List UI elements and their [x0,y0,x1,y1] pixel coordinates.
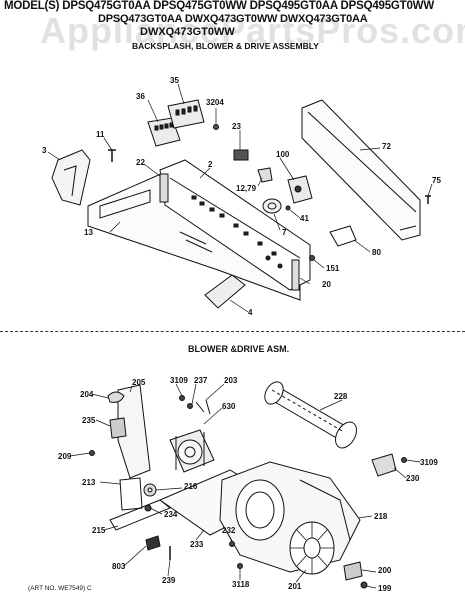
label-part-203: 203 [224,376,238,385]
label-part-233: 233 [190,540,204,549]
part-4-bracket [204,274,246,309]
diagram-subtitle: BACKSPLASH, BLOWER & DRIVE ASSEMBLY [132,41,319,51]
part-204-clip [107,391,125,403]
label-part-36: 36 [136,92,145,101]
watermark: AppliancePartsPros.com [40,10,465,51]
label-part-100: 100 [276,150,290,159]
label-part-3: 3 [42,146,47,155]
label-part-11: 11 [96,130,105,139]
model-list-line-3: DWXQ473GT0WW [140,26,235,38]
part-22-bracket [159,173,169,203]
part-7-knob [262,198,282,214]
label-part-228: 228 [334,392,348,401]
art-number: (ART NO. WE7549) C [28,585,92,592]
label-part-234: 234 [164,510,178,519]
part-230-bracket [371,453,397,477]
label-part-20: 20 [322,280,331,289]
label-part-237: 237 [194,376,208,385]
label-part-3118: 3118 [232,580,250,589]
label-part-72: 72 [382,142,391,151]
part-803-clip [145,535,161,551]
label-part-3109-a: 3109 [170,376,188,385]
part-235-bracket [109,417,127,439]
label-part-630: 630 [222,402,236,411]
label-part-4: 4 [248,308,253,317]
part-200-clip [343,561,363,581]
label-part-200: 200 [378,566,392,575]
label-part-151: 151 [326,264,340,273]
label-part-218: 218 [374,512,388,521]
part-80-bracket [329,225,357,247]
label-part-80: 80 [372,248,381,257]
label-part-213: 213 [82,478,96,487]
label-part-3109-b: 3109 [420,458,438,467]
label-part-41: 41 [300,214,309,223]
label-part-216: 216 [184,482,198,491]
label-part-201: 201 [288,582,302,591]
part-35-switch [167,99,205,129]
model-list-line-1: MODEL(S) DPSQ475GT0AA DPSQ475GT0WW DPSQ4… [4,0,434,12]
label-part-803: 803 [112,562,126,571]
label-part-23: 23 [232,122,241,131]
label-part-232: 232 [222,526,236,535]
part-216-pulley [143,483,157,497]
part-213-pulley [119,477,143,511]
part-215-arm [109,499,171,531]
label-part-22: 22 [136,158,145,167]
part-20-bracket [291,259,300,291]
model-list-line-2: DPSQ473GT0AA DWXQ473GT0WW DWXQ473GT0AA [98,13,368,25]
label-part-199: 199 [378,584,392,593]
label-part-12-79: 12,79 [236,184,257,193]
label-part-204: 204 [80,390,94,399]
label-part-215: 215 [92,526,106,535]
label-part-7: 7 [282,228,287,237]
label-part-75: 75 [432,176,441,185]
section-divider [0,331,465,332]
label-part-230: 230 [406,474,420,483]
label-part-2: 2 [208,160,213,169]
label-part-205: 205 [132,378,146,387]
part-12-knob [257,167,273,183]
part-3-endcap [51,149,91,206]
section-title-blower: BLOWER &DRIVE ASM. [188,344,290,354]
label-part-35: 35 [170,76,179,85]
label-part-3204: 3204 [206,98,224,107]
label-part-209: 209 [58,452,72,461]
label-part-13: 13 [84,228,93,237]
label-part-235: 235 [82,416,96,425]
part-72-back-panel [301,99,421,241]
label-part-239: 239 [162,576,176,585]
part-23-switch [233,149,249,161]
